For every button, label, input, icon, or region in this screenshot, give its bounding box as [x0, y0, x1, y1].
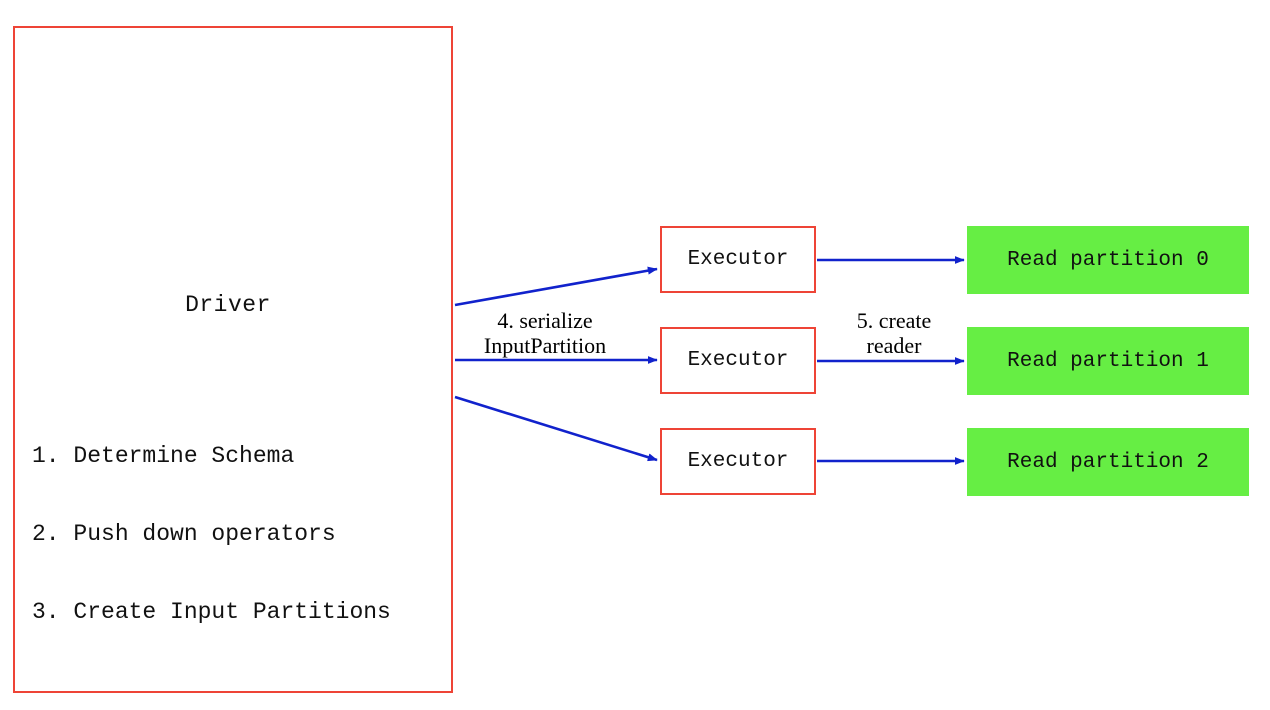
edge-label-serialize-inputpartition: 4. serialize InputPartition: [483, 308, 607, 358]
read-partition-box-0: Read partition 0: [967, 226, 1249, 294]
arrow-driver-to-executor-2: [454, 395, 658, 462]
driver-steps-list: 1. Determine Schema 2. Push down operato…: [32, 391, 391, 677]
executor-box-0: Executor: [660, 226, 816, 293]
executor-box-2: Executor: [660, 428, 816, 495]
driver-step-3: 3. Create Input Partitions: [32, 599, 391, 625]
executor-box-1: Executor: [660, 327, 816, 394]
driver-step-2: 2. Push down operators: [32, 521, 336, 547]
driver-box: Driver 1. Determine Schema 2. Push down …: [13, 26, 453, 693]
read-partition-box-2: Read partition 2: [967, 428, 1249, 496]
arrow-driver-to-executor-0: [454, 266, 658, 307]
read-partition-box-1: Read partition 1: [967, 327, 1249, 395]
edge-label-create-reader: 5. create reader: [856, 308, 932, 358]
driver-title: Driver: [185, 292, 271, 318]
driver-step-1: 1. Determine Schema: [32, 443, 295, 469]
